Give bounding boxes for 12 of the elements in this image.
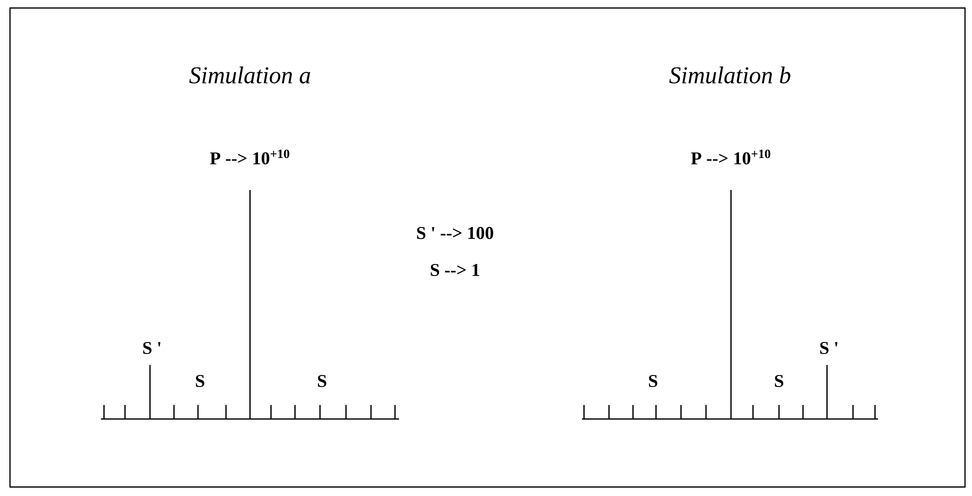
annotation: P --> 10$^{+10}$ — [691, 150, 770, 164]
peak-label: S — [318, 374, 326, 388]
peak-label: S ' — [820, 342, 838, 354]
peak-label: S — [196, 374, 204, 388]
annotation: P --> 10$^{+10}$ — [210, 150, 290, 164]
annotation: S --> 1 — [430, 264, 480, 276]
peak-label: S — [648, 374, 658, 388]
panel-title: Simulation a — [189, 66, 310, 84]
panel-title: Simulation b — [669, 66, 790, 84]
peak-label: S ' — [143, 342, 160, 354]
peak-label: S — [774, 374, 784, 388]
annotation: S ' --> 100 — [417, 226, 494, 240]
